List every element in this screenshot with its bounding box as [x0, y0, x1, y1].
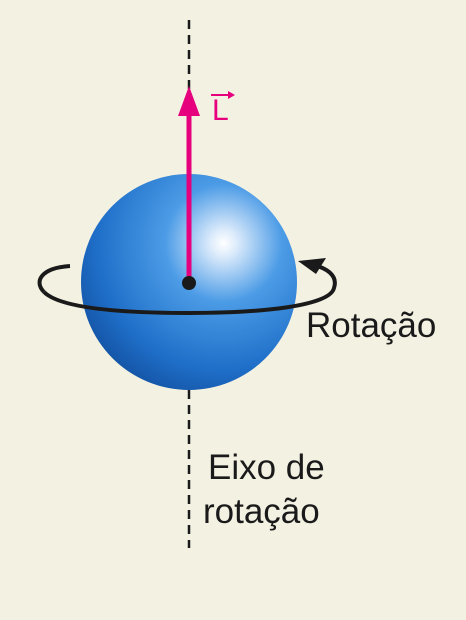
angular-momentum-arrowhead [178, 86, 200, 116]
vector-symbol-arrowhead [228, 91, 235, 99]
rotation-label: Rotação [306, 306, 437, 345]
rotation-path-back [37, 264, 71, 294]
angular-momentum-label: L [212, 94, 229, 127]
axis-label-line2: rotação [203, 492, 320, 531]
center-point [182, 276, 196, 290]
axis-label-line1: Eixo de [208, 448, 325, 487]
rotation-arrowhead [298, 258, 326, 274]
rotation-path-front [42, 262, 337, 316]
